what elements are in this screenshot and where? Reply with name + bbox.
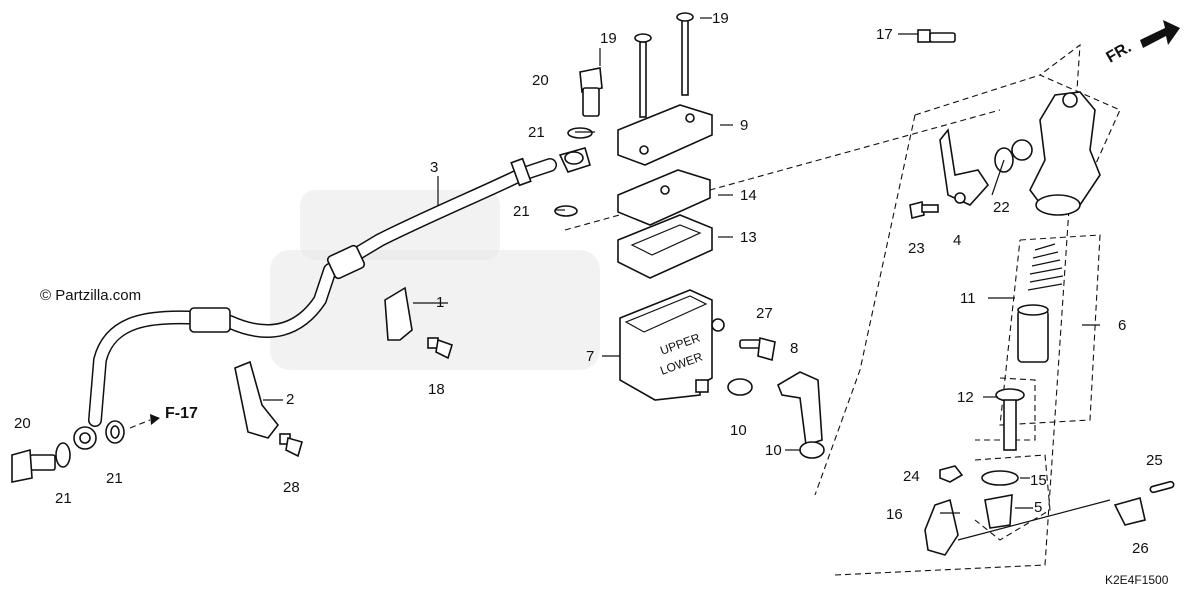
reservoir-cap-part-9: [617, 104, 713, 166]
screw-part-19-a: [634, 33, 652, 118]
callout-19-a: 19: [600, 30, 617, 47]
bolt-part-18: [427, 337, 453, 360]
banjo-bolt-part-20-upper: [579, 67, 603, 117]
callout-13: 13: [740, 229, 757, 246]
front-direction-arrow: [1140, 20, 1180, 48]
push-rod-part-12: [995, 388, 1025, 451]
callout-5: 5: [1034, 499, 1042, 516]
piston-part-11: [1017, 304, 1049, 363]
clevis-link-line: [957, 499, 1111, 541]
callout-26: 26: [1132, 540, 1149, 557]
f17-reference-arrow: [129, 414, 160, 429]
sealing-washer-part-21-c: [567, 127, 593, 139]
callout-10-b: 10: [765, 442, 782, 459]
hose-clamp-part-1: [384, 286, 413, 341]
callout-21-b: 21: [513, 203, 530, 220]
sealing-washer-part-21-b: [105, 420, 125, 444]
callout-23: 23: [908, 240, 925, 257]
clevis-part-16: [924, 498, 959, 556]
bolt-part-27: [739, 336, 776, 362]
boot-part-15: [981, 470, 1019, 486]
callout-20-b: 20: [14, 415, 31, 432]
callout-8: 8: [790, 340, 798, 357]
callout-20-a: 20: [532, 72, 549, 89]
nut-part-24: [939, 465, 964, 483]
brake-hose-part-3: [73, 147, 591, 450]
reservoir-part-7: UPPER LOWER: [619, 289, 725, 401]
callout-6: 6: [1118, 317, 1126, 334]
callout-16: 16: [886, 506, 903, 523]
callout-4: 4: [953, 232, 961, 249]
callout-21-d: 21: [106, 470, 123, 487]
boot-part-5: [984, 494, 1013, 529]
callout-14: 14: [740, 187, 757, 204]
hose-clip-part-10-a: [727, 378, 753, 396]
callout-18: 18: [428, 381, 445, 398]
cotter-pin-part-25: [1149, 480, 1175, 494]
callout-25: 25: [1146, 452, 1163, 469]
diaphragm-plate-part-14: [617, 169, 711, 226]
hose-clip-part-10-b: [799, 441, 825, 459]
bolt-part-17: [917, 29, 956, 43]
callout-3: 3: [430, 159, 438, 176]
callout-15: 15: [1030, 472, 1047, 489]
callout-11: 11: [960, 290, 976, 307]
callout-27: 27: [756, 305, 773, 322]
banjo-bolt-part-20-lower: [11, 448, 56, 483]
sealing-washer-part-21-a: [55, 442, 71, 468]
callout-1: 1: [436, 294, 444, 311]
hose-guide-part-2: [234, 360, 280, 439]
callout-22: 22: [993, 199, 1010, 216]
screw-part-23: [909, 201, 939, 219]
front-marker-label: FR.: [1104, 39, 1135, 67]
callout-17: 17: [876, 26, 893, 43]
callout-9: 9: [740, 117, 748, 134]
callout-24: 24: [903, 468, 920, 485]
callout-7: 7: [586, 348, 594, 365]
callout-28: 28: [283, 479, 300, 496]
callout-19-b: 19: [712, 10, 729, 27]
spring-part-11: [1027, 243, 1064, 291]
bolt-part-28: [279, 433, 303, 458]
master-cylinder-body: [1011, 91, 1101, 216]
screw-part-19-b: [676, 12, 694, 96]
callout-21-c: 21: [55, 490, 72, 507]
callout-21-a: 21: [528, 124, 545, 141]
f17-reference-label: F-17: [165, 405, 198, 422]
sealing-washer-part-21-d: [554, 205, 578, 217]
joint-pin-part-26: [1113, 497, 1146, 526]
callout-12: 12: [957, 389, 974, 406]
callout-10-a: 10: [730, 422, 747, 439]
hose-joint-part-4: [939, 128, 990, 206]
watermark-text: © Partzilla.com: [40, 287, 141, 304]
diaphragm-part-13: [617, 214, 713, 279]
reservoir-hose-part-8: [777, 371, 823, 447]
leader-lines: [263, 17, 1100, 514]
diagram-code: K2E4F1500: [1105, 573, 1169, 587]
callout-2: 2: [286, 391, 294, 408]
